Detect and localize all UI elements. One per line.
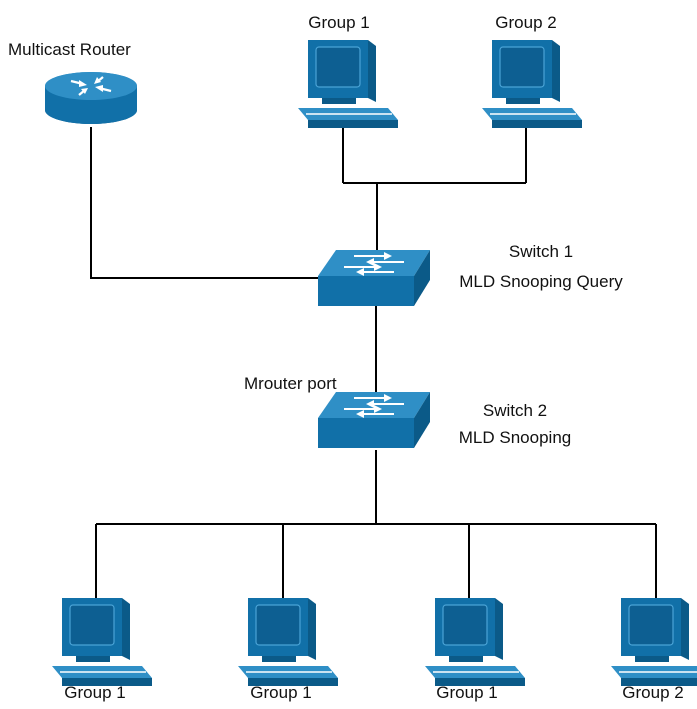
bottom-host-1-label: Group 1 — [64, 683, 126, 702]
router-label: Multicast Router — [8, 40, 131, 59]
bottom-host-2-label: Group 1 — [250, 683, 312, 702]
computer-icon — [610, 597, 697, 687]
router-icon — [45, 72, 137, 124]
top-host-1-label: Group 1 — [308, 13, 370, 32]
bottom-host-3-label: Group 1 — [436, 683, 498, 702]
mrouter-port-label: Mrouter port — [244, 374, 337, 393]
switch-icon — [317, 249, 431, 307]
connections — [90, 118, 657, 602]
switch2-label-line1: Switch 2 — [482, 401, 548, 420]
switch1-label-line2: MLD Snooping Query — [459, 272, 623, 291]
computer-icon — [481, 39, 583, 129]
computer-icon — [424, 597, 526, 687]
switch1-label-line1: Switch 1 — [508, 242, 574, 261]
top-host-2-label: Group 2 — [495, 13, 557, 32]
switch2-label-line2: MLD Snooping — [458, 428, 572, 447]
switch-icon — [317, 391, 431, 449]
computer-icon — [297, 39, 399, 129]
computer-icon — [237, 597, 339, 687]
computer-icon — [51, 597, 153, 687]
link-router-switch1 — [90, 127, 318, 279]
bottom-host-4-label: Group 2 — [622, 683, 684, 702]
